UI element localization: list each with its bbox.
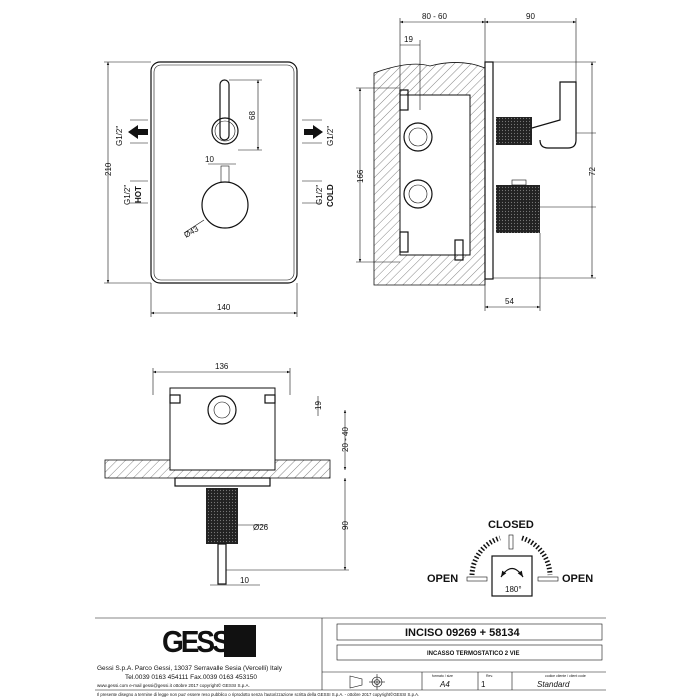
hot-label: HOT	[134, 186, 143, 203]
dim-166: 166	[356, 169, 365, 183]
dim-width: 140	[217, 303, 231, 312]
side-lever	[531, 81, 577, 149]
front-view: 210 140 68 10 Ø43 G1/2" G1/2" G1/2" HOT …	[104, 61, 335, 317]
format-label: formato / size	[432, 674, 453, 678]
product-description: INCASSO TERMOSTATICO 2 VIE	[427, 651, 519, 657]
thread-cold: G1/2"	[315, 185, 324, 205]
rotate-arrow-icon	[500, 567, 524, 578]
knob-knurled	[496, 185, 540, 233]
closed-label: CLOSED	[488, 519, 534, 531]
rotation-box	[491, 555, 533, 597]
legal-disclaimer: Il presente disegno a termine di legge n…	[97, 692, 419, 697]
thread-outlet-left: G1/2"	[115, 126, 124, 146]
dim-10: 10	[240, 576, 249, 585]
dim-19: 19	[404, 35, 413, 44]
side-plate	[484, 61, 494, 280]
dim-19-top: 19	[314, 401, 323, 410]
thermostatic-knob	[201, 181, 249, 229]
thread-hot: G1/2"	[123, 185, 132, 205]
knob-top	[206, 488, 238, 544]
dim-136: 136	[215, 362, 229, 371]
side-view: 80 - 60 90 19 166 72 54	[356, 12, 597, 311]
dim-lever: 68	[248, 111, 257, 120]
dim-knob: Ø43	[183, 224, 201, 240]
dim-54: 54	[505, 297, 514, 306]
company-address: Gessi S.p.A. Parco Gessi, 13037 Serraval…	[97, 665, 283, 672]
title-block: GESSI Gessi S.p.A. Parco Gessi, 13037 Se…	[95, 617, 606, 697]
svg-text:GESSI: GESSI	[162, 625, 234, 660]
dim-90: 90	[341, 521, 350, 530]
thread-outlet-right: G1/2"	[326, 126, 335, 146]
lever-rosette	[211, 117, 239, 145]
recessed-body	[399, 94, 471, 256]
client-code-value: Standard	[537, 680, 570, 689]
product-name: INCISO 09269 + 58134	[405, 627, 521, 639]
lever-knurled-base	[496, 117, 532, 145]
dim-20-40: 20 - 40	[341, 427, 350, 452]
lever-handle	[219, 79, 230, 141]
gessi-logo: GESSI	[162, 625, 256, 660]
dim-72: 72	[588, 167, 597, 176]
format-value: A4	[439, 680, 450, 689]
rev-label: Rev.	[486, 674, 493, 678]
dim-offset: 10	[205, 155, 214, 164]
rotation-diagram: CLOSED OPEN OPEN 180°	[427, 519, 593, 597]
arrow-outlet-right-icon	[304, 125, 323, 139]
dim-height: 210	[104, 162, 113, 176]
dim-depth: 80 - 60	[422, 12, 447, 21]
open-left-label: OPEN	[427, 573, 458, 585]
rev-value: 1	[481, 680, 486, 689]
company-web: www.gessi.com e-mail gessi@gessi.it otto…	[97, 682, 250, 688]
open-right-label: OPEN	[562, 573, 593, 585]
cover-plate	[150, 61, 298, 284]
dim-26: Ø26	[253, 523, 269, 532]
angle-label: 180°	[505, 585, 522, 594]
top-view: 136 19 20 - 40 90 Ø26 10	[104, 362, 350, 586]
company-contacts: Tel.0039 0163 454111 Fax.0039 0163 45315…	[125, 674, 257, 681]
arrow-outlet-left-icon	[128, 125, 148, 139]
cold-label: COLD	[326, 184, 335, 207]
projection-symbol-icon	[349, 674, 385, 690]
client-code-label: codice cliente / client code	[545, 674, 586, 678]
dim-projection: 90	[526, 12, 535, 21]
recessed-body-top	[169, 387, 276, 471]
